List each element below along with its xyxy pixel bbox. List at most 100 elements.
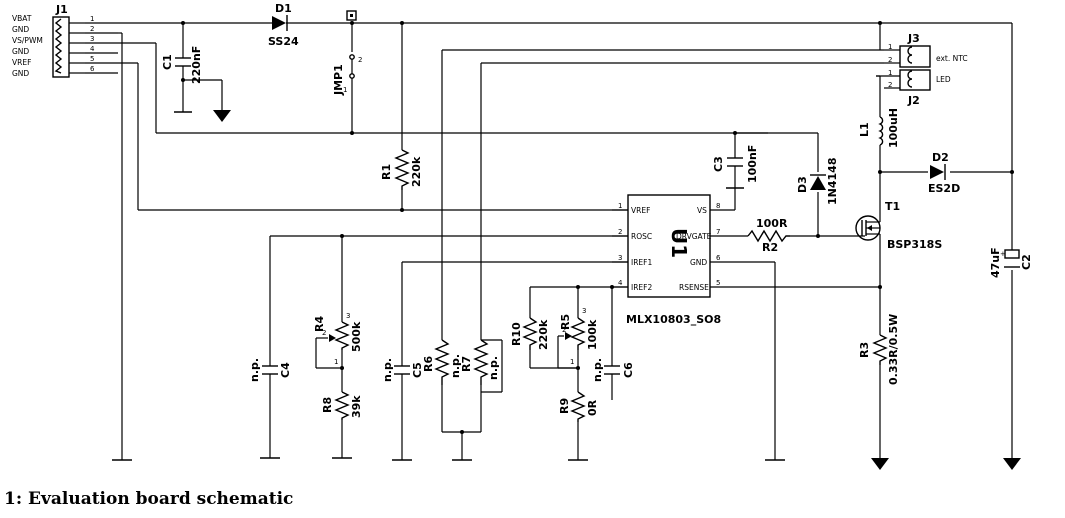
j1-signal-gnd3: GND <box>12 69 29 78</box>
resistor-r1: R1 220k <box>380 149 423 190</box>
r4-pin3: 3 <box>346 312 350 320</box>
potentiometer-r4: 3 2 1 R4 500k <box>313 312 363 366</box>
jmp1-pin1: 1 <box>343 86 347 94</box>
c6-ref: C6 <box>622 362 635 378</box>
j2-ref: J2 <box>907 94 920 107</box>
d1-ref: D1 <box>275 2 292 15</box>
r1-value: 220k <box>410 156 423 187</box>
r5-pin3: 3 <box>582 307 586 315</box>
d3-value: 1N4148 <box>826 158 839 205</box>
c2-ref: C2 <box>1020 254 1033 270</box>
connector-j3: 1 2 J3 ext. NTC <box>884 32 968 68</box>
d3-ref: D3 <box>796 176 809 193</box>
c3-value: 100nF <box>746 145 759 183</box>
mosfet-t1: T1 BSP318S <box>855 200 942 251</box>
ground-arrows <box>871 458 1021 470</box>
test-point <box>346 10 357 21</box>
j3-pin2: 2 <box>888 56 892 64</box>
r7-ref: R7 <box>460 356 473 372</box>
u1-pin-rosc: ROSC <box>631 232 652 241</box>
d2-value: ES2D <box>928 182 960 195</box>
connector-j2: 1 2 J2 LED <box>876 69 951 107</box>
u1-pin3-num: 3 <box>618 254 622 262</box>
u1-pin5-num: 5 <box>716 279 720 287</box>
r5-pin2: 2 <box>562 326 566 334</box>
capacitor-c1: C1 220nF <box>161 46 203 113</box>
c1-ref: C1 <box>161 54 174 70</box>
r9-value: 0R <box>586 399 599 416</box>
u1-pin6-num: 6 <box>716 254 721 262</box>
r5-value: 100k <box>586 319 599 350</box>
r2-ref: R2 <box>762 241 778 254</box>
r5-pin1: 1 <box>570 358 574 366</box>
c5-value: n.p. <box>381 358 394 382</box>
j1-pin6-num: 6 <box>90 65 95 73</box>
r7-value: n.p. <box>487 356 500 380</box>
t1-ref: T1 <box>885 200 900 213</box>
u1-pin-iref2: IREF2 <box>631 283 652 292</box>
u1-pin-vs: VS <box>697 206 707 215</box>
j1-signal-vref: VREF <box>12 58 31 67</box>
figure-caption: 1: Evaluation board schematic <box>4 489 294 509</box>
j1-pin2-num: 2 <box>90 25 94 33</box>
capacitor-c2: + 47uF C2 <box>989 247 1033 278</box>
resistor-r9: R9 0R <box>558 391 599 422</box>
r9-ref: R9 <box>558 398 571 414</box>
r4-pin1: 1 <box>334 358 338 366</box>
j1-pin4-num: 4 <box>90 45 95 53</box>
capacitor-c3: C3 100nF <box>712 145 759 189</box>
j3-ref: J3 <box>907 32 920 45</box>
r3-value: 0.33R/0.5W <box>887 314 900 385</box>
resistor-r2: 100R R2 <box>747 217 790 254</box>
u1-pin-vref: VREF <box>631 206 650 215</box>
j2-pin2: 2 <box>888 81 892 89</box>
c2-value: 47uF <box>989 247 1002 278</box>
r4-ref: R4 <box>313 316 326 332</box>
c6-value: n.p. <box>591 358 604 382</box>
j1-pin1-num: 1 <box>90 15 94 23</box>
capacitor-c6: n.p. C6 <box>591 358 635 382</box>
connector-j1: J1 1 2 3 4 5 6 VBAT GND VS/PWM GND VREF … <box>12 3 95 78</box>
t1-value: BSP318S <box>887 238 942 251</box>
resistor-r8: R8 39k <box>321 391 363 420</box>
j1-pin3-num: 3 <box>90 35 94 43</box>
u1-pin7-num: 7 <box>716 228 720 236</box>
resistor-r7: R7 n.p. <box>460 339 500 385</box>
svg-text:+: + <box>1000 250 1006 258</box>
ic-u1: 1 2 3 4 VREF ROSC IREF1 IREF2 8 7 6 5 VS… <box>612 194 721 326</box>
r3-ref: R3 <box>858 342 871 358</box>
jmp1-ref: JMP1 <box>332 64 345 96</box>
r4-pin2: 2 <box>322 329 326 337</box>
c4-ref: C4 <box>279 362 292 378</box>
j1-ref: J1 <box>55 3 68 16</box>
resistor-r10: R10 220k <box>510 317 550 350</box>
junctions <box>181 21 1014 434</box>
j1-pin5-num: 5 <box>90 55 94 63</box>
u1-pin-rsense: RSENSE <box>679 283 709 292</box>
capacitor-c4: n.p. C4 <box>248 358 292 382</box>
wires <box>85 22 1013 460</box>
u1-part: MLX10803_SO8 <box>626 313 721 326</box>
ground-symbol-c1 <box>213 110 231 122</box>
j3-label: ext. NTC <box>936 54 968 63</box>
diode-d3: D3 1N4148 <box>796 158 839 205</box>
jmp1-pin2: 2 <box>358 56 362 64</box>
u1-pin1-num: 1 <box>618 202 622 210</box>
j1-signal-gnd: GND <box>12 25 29 34</box>
l1-value: 100uH <box>887 108 900 148</box>
j3-pin1: 1 <box>888 43 892 51</box>
j1-signal-vbat: VBAT <box>12 14 32 23</box>
c5-ref: C5 <box>411 362 424 378</box>
r1-ref: R1 <box>380 164 393 180</box>
d1-value: SS24 <box>268 35 299 48</box>
diode-d2: D2 ES2D <box>928 151 960 195</box>
j2-pin1: 1 <box>888 69 892 77</box>
diode-d1: D1 SS24 <box>268 2 299 48</box>
r6-value: n.p. <box>449 354 462 378</box>
r6-ref: R6 <box>422 356 435 372</box>
j1-signal-vs-pwm: VS/PWM <box>12 36 43 45</box>
inductor-l1: L1 100uH <box>858 108 900 148</box>
j1-signal-gnd2: GND <box>12 47 29 56</box>
schematic-diagram: J1 1 2 3 4 5 6 VBAT GND VS/PWM GND VREF … <box>12 2 1033 470</box>
r10-value: 220k <box>537 319 550 350</box>
